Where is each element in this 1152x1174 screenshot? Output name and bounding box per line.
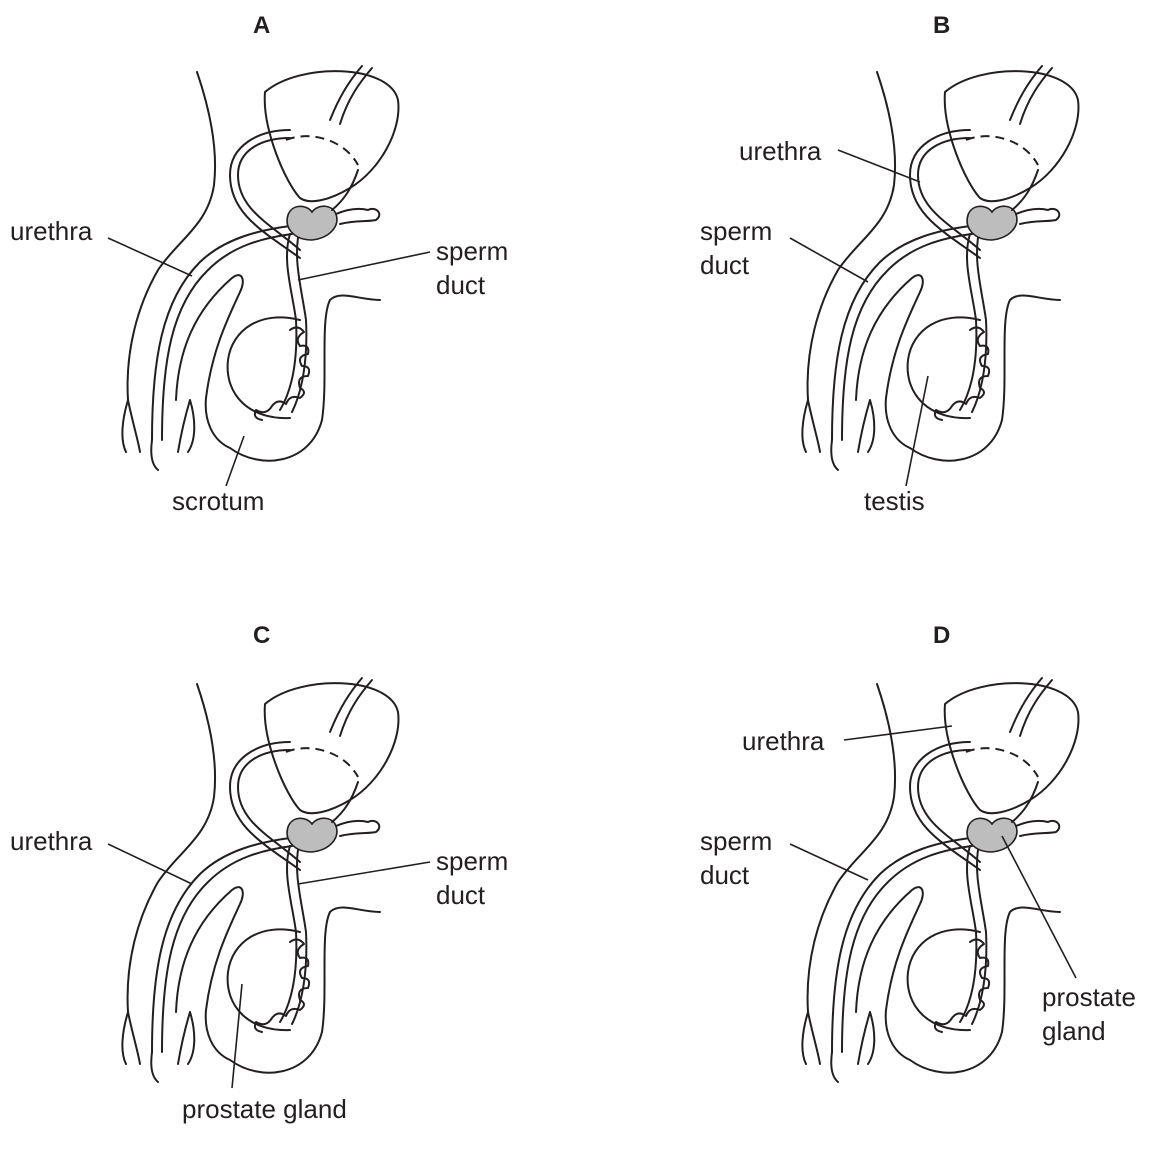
label-sperm-duct: sperm duct — [700, 824, 772, 892]
label-urethra: urethra — [10, 824, 92, 858]
label-sperm-duct: sperm duct — [700, 214, 772, 282]
reproductive-system-diagram — [680, 612, 1152, 1174]
label-urethra: urethra — [739, 134, 821, 168]
label-sperm-duct: sperm duct — [436, 844, 508, 912]
label-urethra: urethra — [10, 214, 92, 248]
panel-d: D urethra sperm duct prostate gland — [680, 612, 1152, 1174]
panel-b: B urethra sperm duct testis — [680, 0, 1152, 562]
label-prostate-gland: prostate gland — [1042, 980, 1136, 1048]
panel-a: A urethra sperm duct scrotum — [0, 0, 576, 562]
label-sperm-duct: sperm duct — [436, 234, 508, 302]
label-scrotum: scrotum — [172, 484, 264, 518]
label-urethra: urethra — [742, 724, 824, 758]
label-prostate-gland: prostate gland — [182, 1092, 347, 1126]
panel-c: C urethra sperm duct prostate gland — [0, 612, 576, 1174]
label-testis: testis — [864, 484, 925, 518]
